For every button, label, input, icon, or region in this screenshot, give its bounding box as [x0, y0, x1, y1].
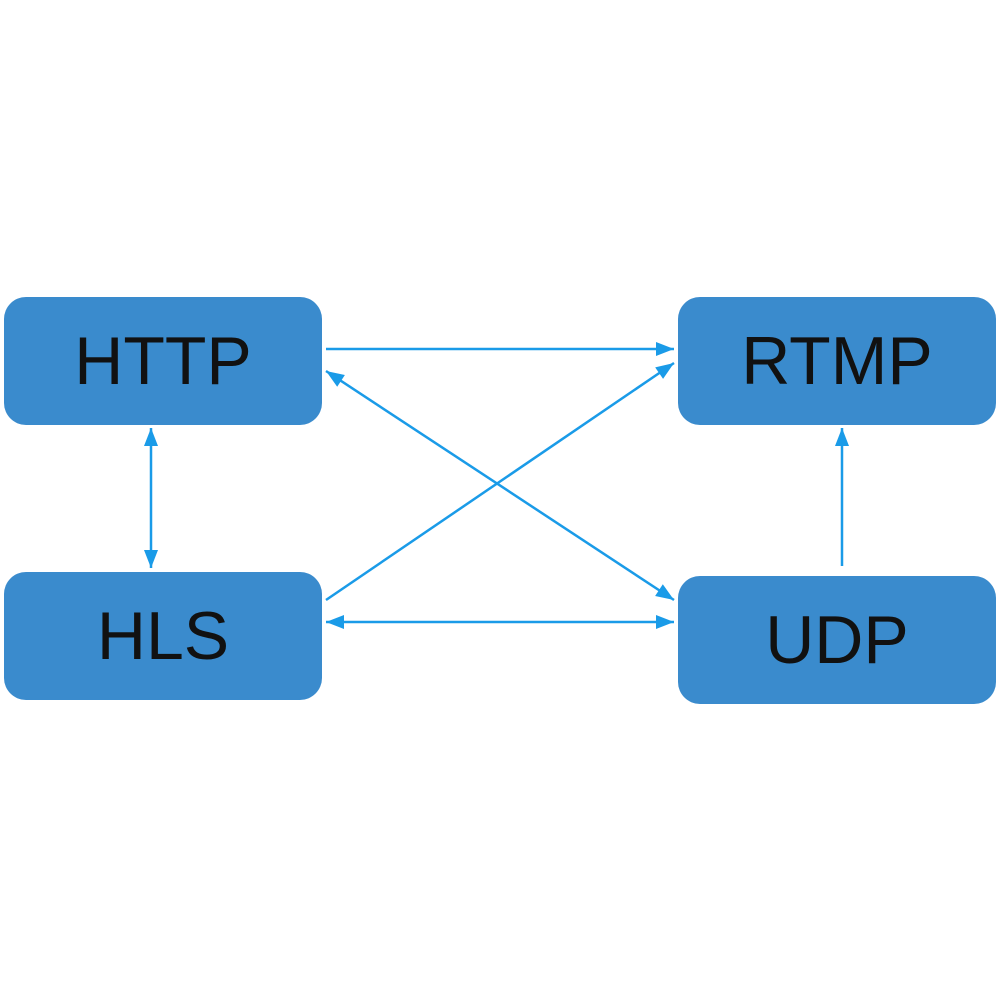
arrowhead-http-icon — [144, 428, 158, 446]
node-hls-label: HLS — [96, 598, 230, 674]
arrowhead-rtmp-icon — [655, 363, 674, 379]
arrowhead-http-icon — [326, 371, 345, 387]
edge-hls-rtmp — [325, 361, 675, 602]
arrowhead-rtmp-icon — [835, 428, 849, 446]
arrowhead-rtmp-icon — [656, 342, 674, 356]
node-udp-label: UDP — [765, 602, 909, 678]
node-rtmp: RTMP — [678, 297, 996, 425]
arrowhead-hls-icon — [144, 550, 158, 568]
arrowhead-udp-icon — [656, 615, 674, 629]
arrowhead-udp-icon — [655, 584, 674, 600]
edge-http-udp — [325, 369, 675, 602]
node-udp: UDP — [678, 576, 996, 704]
node-http-label: HTTP — [74, 323, 252, 399]
node-http: HTTP — [4, 297, 322, 425]
node-rtmp-label: RTMP — [741, 323, 933, 399]
arrowhead-hls-icon — [326, 615, 344, 629]
node-hls: HLS — [4, 572, 322, 700]
